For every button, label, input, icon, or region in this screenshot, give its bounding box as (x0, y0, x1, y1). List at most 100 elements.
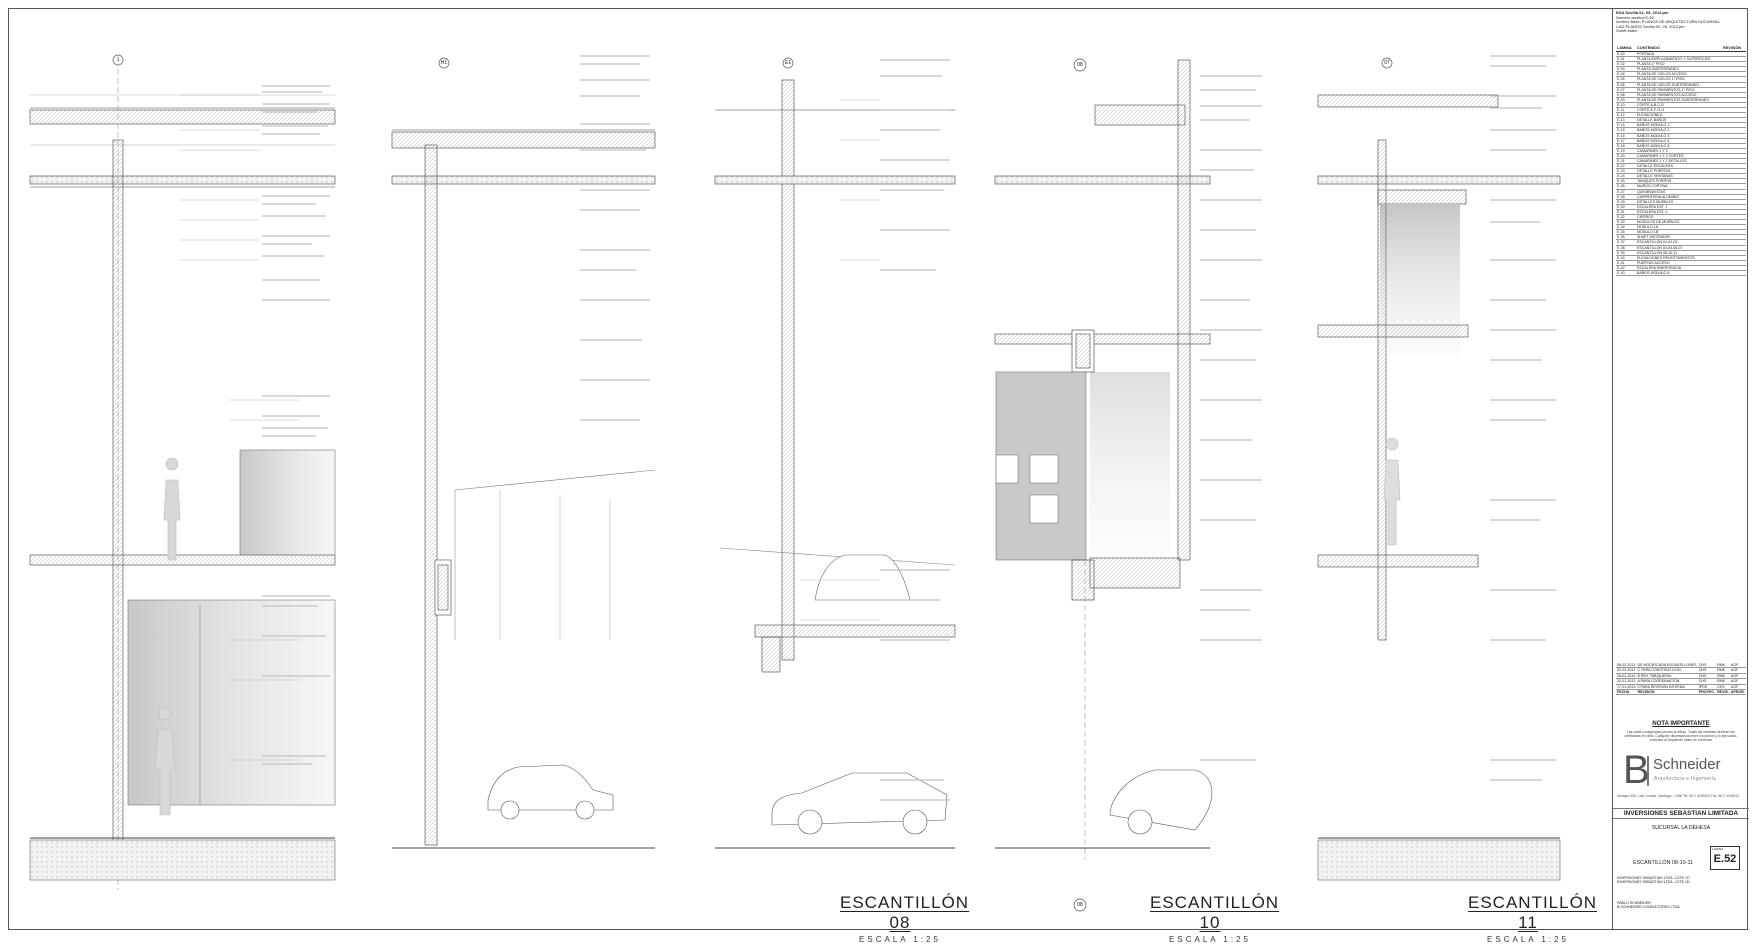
sheet-index-cell: E-08 (1616, 92, 1636, 98)
revision-header-cell: REVISION (1636, 689, 1698, 696)
sheet-index-cell (1722, 194, 1746, 200)
sheet-index-cell: BAÑOS MODULO 5 (1636, 143, 1722, 149)
sheet-index-cell: E-09 (1616, 97, 1636, 103)
sheet-index-cell: E-25 (1616, 178, 1636, 185)
sheet-index-cell (1722, 76, 1746, 83)
sheet-index-cell: E-20 (1616, 153, 1636, 159)
sheet-index-cell: BAÑOS MODULO 3 (1636, 133, 1722, 139)
sheet-index-cell: MODULO 1A (1636, 224, 1722, 231)
sheet-index-cell (1722, 61, 1746, 68)
sheet-index-cell: E-36 (1616, 234, 1636, 241)
sheet-index-cell: PORTADA (1636, 51, 1722, 58)
plan-label: ESCANTILLÓN 08-10-11 (1632, 860, 1694, 866)
sheet-index-cell (1722, 224, 1746, 231)
revision-cell: 08-02-2013 (1616, 663, 1637, 669)
sheet-index-cell: E-16 (1616, 133, 1636, 139)
sheet-index-cell: E-21 (1616, 158, 1636, 165)
section-name: ESCANTILLÓN 10 (1150, 893, 1280, 932)
sheet-index-cell (1722, 183, 1746, 190)
sheet-index-cell (1722, 71, 1746, 78)
revision-cell: RMK (1716, 663, 1730, 669)
sheet-index-cell: E-38 (1616, 245, 1636, 251)
sheet-index-cell: CORTE E-F-G-H (1636, 107, 1722, 114)
sheet-index-cell (1722, 148, 1746, 154)
architect-line: PABLO SCHNEIDER (1617, 901, 1651, 905)
sheet-index-cell (1722, 234, 1746, 241)
sheet-index-cell: E-39 (1616, 250, 1636, 256)
sheet-index-cell (1722, 260, 1746, 266)
sheet-index-cell: E-23 (1616, 168, 1636, 175)
sheet-index-cell: E-03 (1616, 66, 1636, 73)
sheet-index-cell: ELEVACIONES REVESTIMIENTOS (1636, 255, 1722, 261)
revision-cell: A PARA COORDINACION (1636, 678, 1698, 685)
sheet-index-cell: PLANTA DE PAVIMENTOS SUBTERRANEO (1636, 97, 1722, 103)
header-line: Sheet index: (1616, 28, 1639, 34)
sheet-index-cell: E-43 (1616, 270, 1636, 277)
sheet-index-cell: CIERROS (1636, 214, 1722, 221)
sheet-index-cell (1722, 219, 1746, 226)
annotation-text-panel-5 (1490, 55, 1556, 781)
sheet-index-cell: E-06 (1616, 82, 1636, 88)
sheet-index-cell: DETALLE PUERTAS (1636, 168, 1722, 175)
sheet-index-cell (1722, 138, 1746, 144)
annotation-text-panel-1 (262, 85, 330, 765)
sheet-index-cell: E-18 (1616, 143, 1636, 149)
sheet-index-cell (1722, 250, 1746, 256)
section-panel-5 (1317, 94, 1561, 881)
sheet-index-cell: E-14 (1616, 122, 1636, 129)
sheet-index-cell: CORTE A-B-C-D (1636, 102, 1722, 109)
sheet-index-cell (1722, 133, 1746, 139)
sheet-index-cell: SHAFT ASCENSOR (1636, 234, 1722, 241)
revision-cell: CHS (1697, 678, 1717, 685)
sheet-index-cell: E-30 (1616, 204, 1636, 210)
revision-header-cell: REVIS. (1716, 689, 1730, 696)
sheet-index-cell: E-28 (1616, 194, 1636, 200)
sheet-index-cell: BAÑOS MODULO 6 (1636, 270, 1722, 277)
revision-cell: RMK (1716, 673, 1730, 680)
revision-cell: AGF (1729, 663, 1746, 669)
annotation-text-panel-2-3 (580, 55, 950, 801)
sheet-index-cell (1722, 265, 1746, 272)
col-header: REVISIÓN (1722, 46, 1746, 52)
sheet-index-cell: E-02 (1616, 61, 1636, 68)
sheet-index-cell (1722, 168, 1746, 175)
section-title-11: ESCANTILLÓN 11 ESCALA 1:25 (1468, 893, 1598, 944)
axis-label: 08 (1077, 902, 1083, 908)
revision-cell: CHS (1697, 663, 1717, 669)
axis-label: 07 (1384, 60, 1390, 66)
logo-name: Schneider (1653, 756, 1721, 773)
sheet-index-cell (1722, 204, 1746, 210)
section-scale: ESCALA 1:25 (859, 935, 941, 944)
section-panel-4 (994, 59, 1213, 860)
sheet-index-cell: E-15 (1616, 127, 1636, 134)
sheet-index-cell: E-22 (1616, 163, 1636, 170)
sheet-index-cell: PLANTA EMPLAZAMIENTO Y SUPERFICIES (1636, 56, 1722, 63)
revision-cell: CHS (1697, 667, 1717, 674)
sheet-index-cell: E-12 (1616, 112, 1636, 119)
title-block: EDA Sevilla 02, 09, 2013.pln Numero arch… (1612, 8, 1749, 930)
sheet-index-cell (1722, 82, 1746, 88)
section-name: ESCANTILLÓN 11 (1468, 893, 1598, 932)
